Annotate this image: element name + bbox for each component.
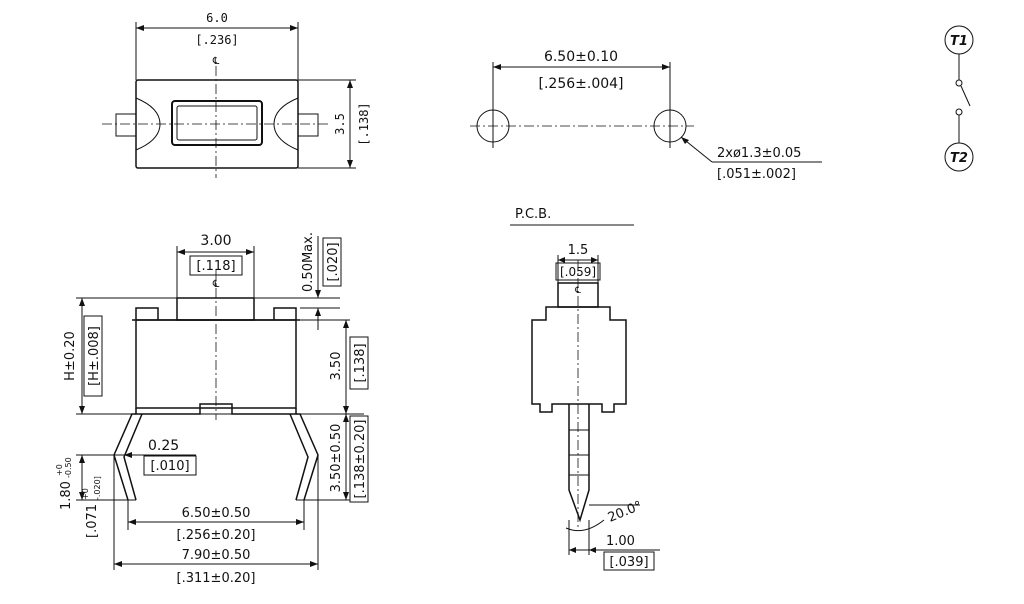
arrow [493,64,501,70]
hole-in-label: [.051±.002] [717,167,796,182]
travel-mm-label: 0.50Max. [301,232,316,292]
inch-box [603,551,655,571]
top-view: 6.0 [.236] ℄ 3.5 [.138] [102,11,371,178]
lead-thk-mm-label: 0.25 [148,438,179,454]
actuator-outline [171,100,263,146]
right-tab [273,307,297,320]
arrow [177,249,185,255]
lead-thk-in-label: [.010] [150,459,189,474]
standoff-mm-label: 1.80 [59,481,74,510]
arrow [681,137,689,144]
arrow [315,308,321,316]
contact [955,108,963,116]
side-body [531,306,627,413]
inch-box [349,336,369,390]
arrow [343,492,349,500]
right-lead-inner [289,413,309,501]
side-actuator-in-label: [.059] [560,265,596,279]
arrow [136,25,144,31]
centerline-symbol: ℄ [574,286,581,296]
arrow [79,455,85,463]
actuator [176,297,255,321]
left-terminal [115,113,137,137]
travel-in-label: [.020] [326,242,341,281]
inch-box [555,262,601,281]
width-in-label: [.236] [195,33,238,47]
arrow [343,406,349,414]
standoff-tol-in-bot: -.020] [93,476,102,500]
pitch-in-label: [.256±.004] [539,76,624,92]
actuator-in-label: [.118] [196,259,235,274]
inch-box [83,315,103,397]
height-h-label: H±0.20 [63,331,78,381]
lead-len-in-label: [.138±0.20] [353,420,368,499]
arrow [128,519,136,525]
body-h-in-label: [.138] [353,343,368,382]
pcb-label: P.C.B. [515,207,551,222]
lead-pitch-mm-label: 6.50±0.50 [182,506,251,521]
actuator-mm-label: 3.00 [200,233,231,249]
centerline-symbol: ℄ [212,279,220,290]
arrow [290,25,298,31]
front-view: 3.00 [.118] ℄ 0.50Max. [.020] H±0.20 [H±… [55,232,369,586]
actuator-inner [176,105,258,141]
lead-w-in-label: [.039] [609,555,648,570]
arrow [124,452,132,458]
side-actuator-mm-label: 1.5 [568,243,589,258]
t1-label: T1 [950,34,968,49]
arrow [343,320,349,328]
standoff-tol-mm-bot: -0.50 [64,457,73,478]
arrow [79,492,85,500]
arrow [315,290,321,298]
centerline-symbol: ℄ [212,56,220,67]
standoff-in-label: [.071 [85,504,100,538]
contact [955,79,963,87]
lead-pitch-in-label: [.256±0.20] [177,528,256,543]
arrow [347,80,353,88]
arrow [662,64,670,70]
hole-mm-label: 2xø1.3±0.05 [717,146,801,161]
arrow [79,298,85,306]
standoff-tol-in-top: +0 [81,488,90,500]
inch-box [322,237,342,287]
width-mm-label: 6.0 [206,11,228,25]
height-h-in-label: [H±.008] [87,326,102,386]
side-lead [568,404,590,523]
angle-arc [565,519,605,532]
standoff-tol-mm-top: +0 [55,464,64,476]
side-view: P.C.B. 1.5 [.059] ℄ 20.0° 1.00 [510,207,660,571]
lead-len-mm-label: 3.50±0.50 [329,424,344,493]
arrow [589,547,596,553]
left-lead-inner [123,413,143,501]
body-h-mm-label: 3.50 [329,352,344,381]
overall-in-label: [.311±0.20] [177,571,256,586]
arrow [246,249,254,255]
arrow [114,561,122,567]
switch-schematic: T1 T2 [944,25,974,172]
t2-circle [944,142,974,172]
arrow [558,257,565,263]
angle-label: 20.0° [606,499,644,526]
arrow [310,561,318,567]
t2-label: T2 [950,151,968,166]
right-terminal [297,113,319,137]
inch-box [189,255,243,276]
inch-box [143,455,197,476]
overall-mm-label: 7.90±0.50 [182,548,251,563]
arrow [591,257,598,263]
height-mm-label: 3.5 [333,113,347,135]
arrow [569,547,576,553]
arrow [343,414,349,422]
height-in-label: [.138] [357,102,371,145]
arrow [79,406,85,414]
lead-w-mm-label: 1.00 [606,534,635,549]
left-tab [135,307,159,320]
pcb-hole-layout: 6.50±0.10 [.256±.004] 2xø1.3±0.05 [.051±… [470,49,822,182]
pitch-mm-label: 6.50±0.10 [544,49,618,65]
arrow [296,519,304,525]
switch-blade [960,85,971,107]
inch-box [349,415,369,503]
arrow [347,160,353,168]
